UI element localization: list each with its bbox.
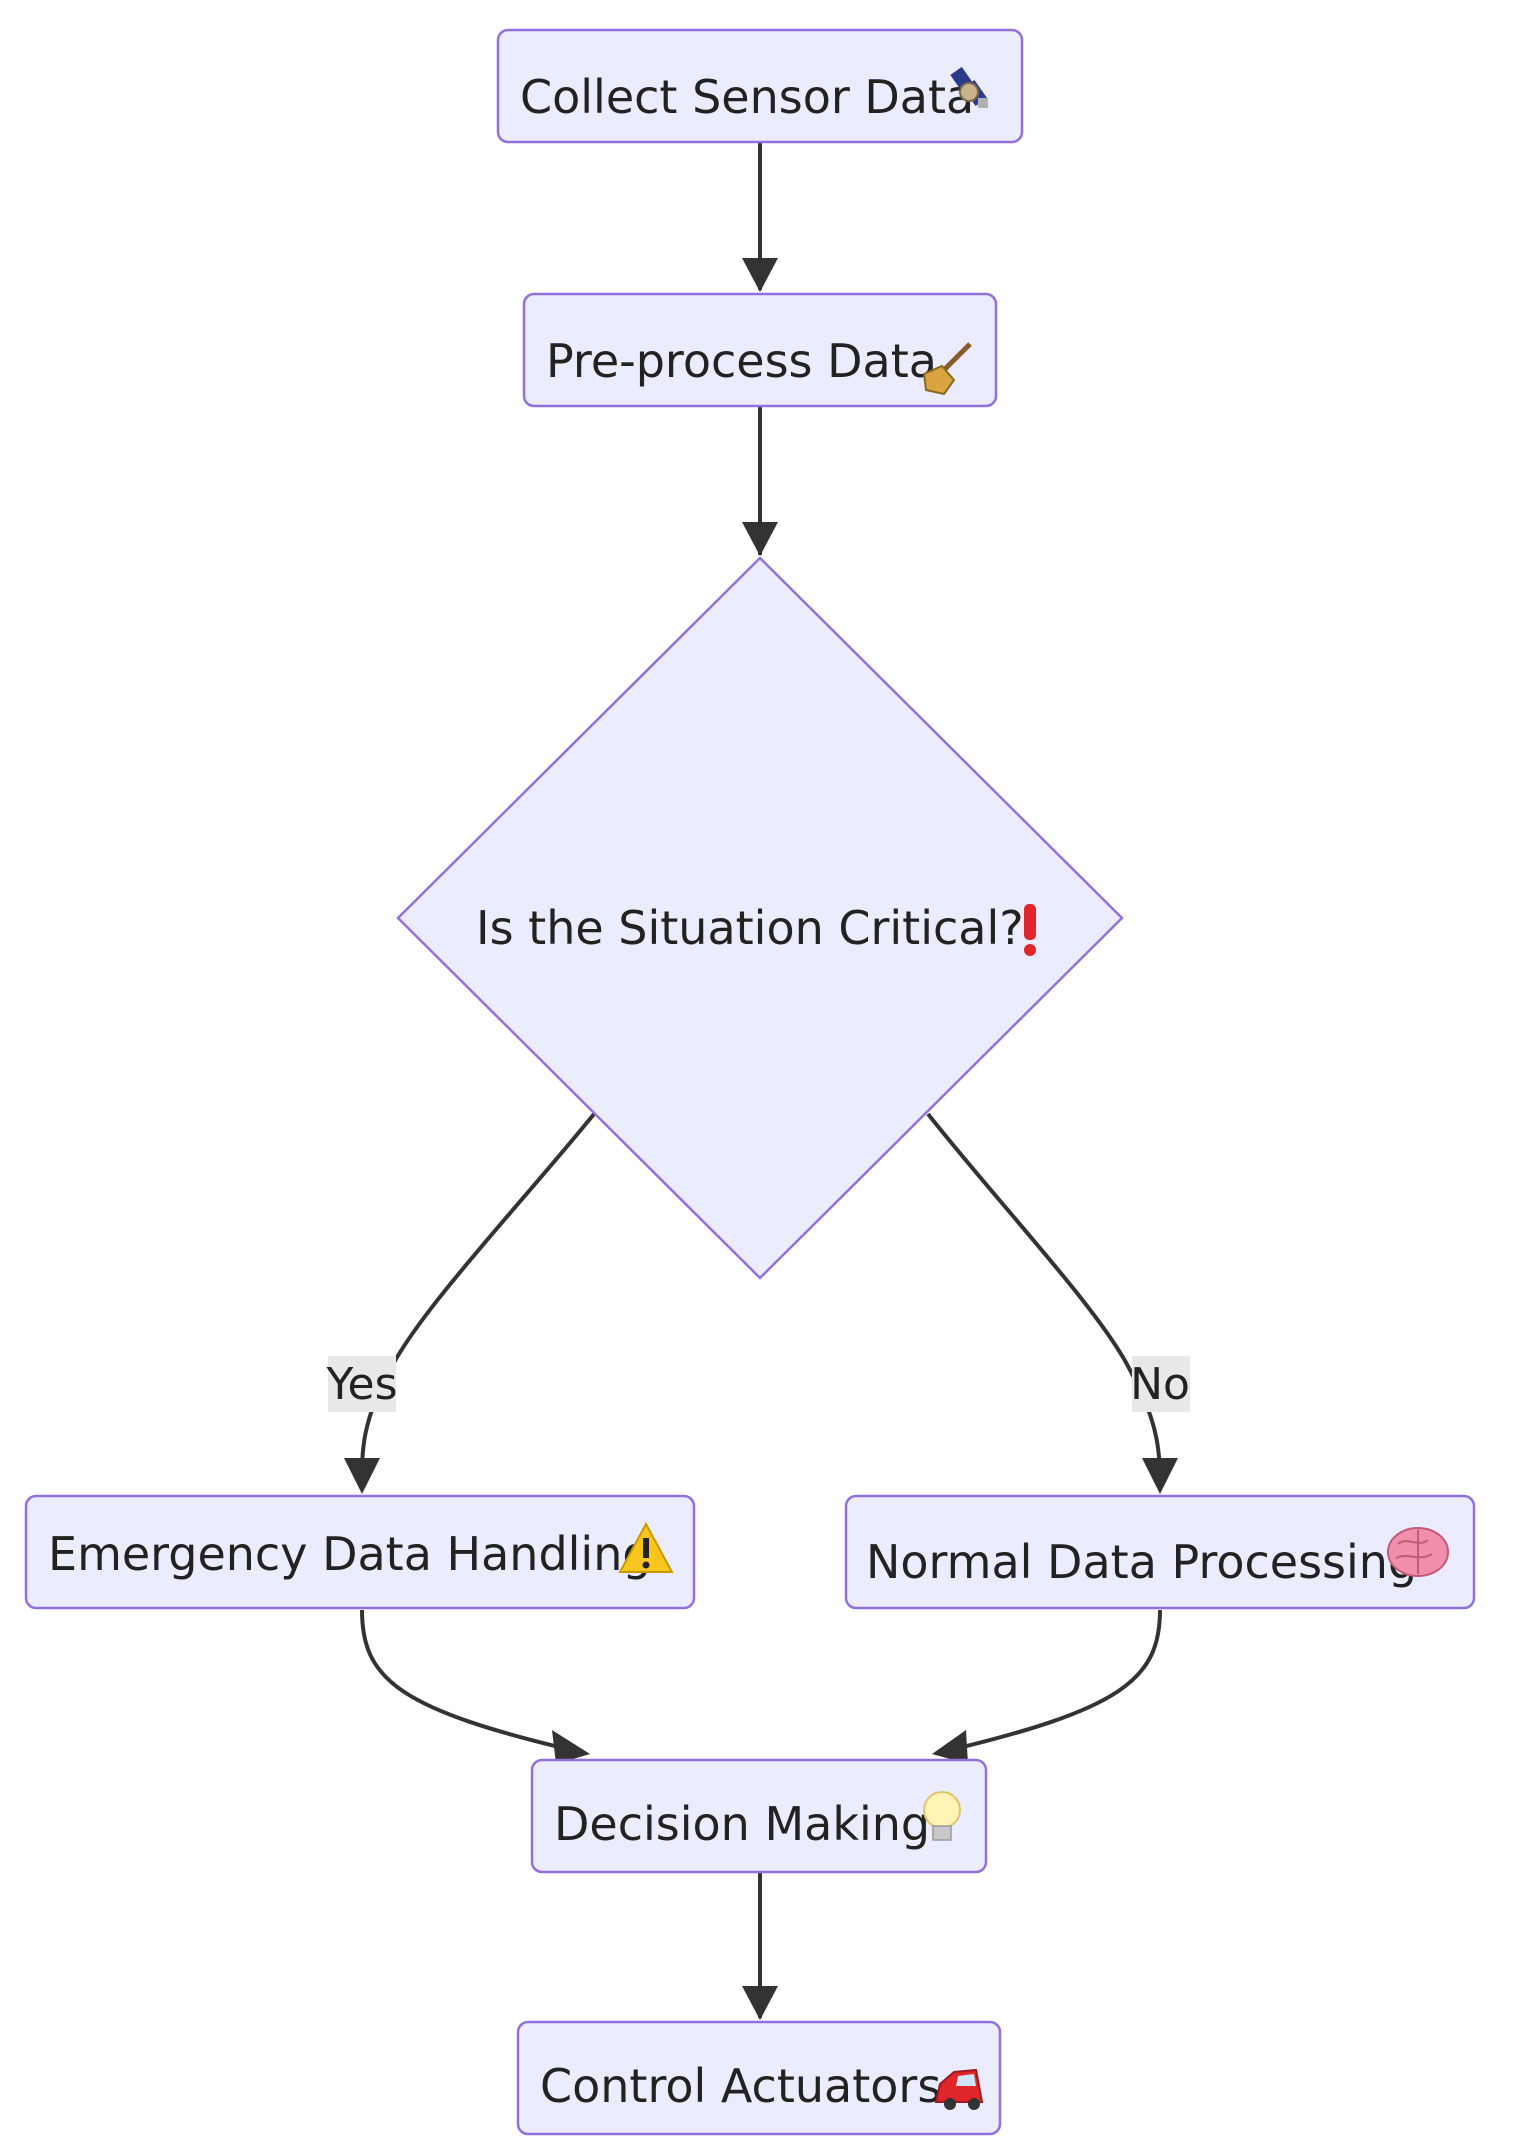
- node-control-label: Control Actuators: [540, 2059, 941, 2113]
- arrowhead-control: [742, 1986, 778, 2020]
- edge-label-yes-text: Yes: [325, 1359, 397, 1410]
- arrowhead-decisionmaking-left: [552, 1730, 590, 1764]
- decision-label: Is the Situation Critical?: [476, 901, 1024, 955]
- node-decision-making[interactable]: Decision Making: [530, 1758, 988, 1874]
- edge-label-yes: Yes: [325, 1356, 398, 1412]
- edge-emergency-to-decisionmaking: [360, 1609, 581, 1754]
- arrowhead-decisionmaking-right: [932, 1730, 968, 1764]
- node-emergency-label: Emergency Data Handling: [48, 1527, 652, 1581]
- node-collect-label: Collect Sensor Data: [520, 70, 974, 124]
- node-preprocess-data[interactable]: Pre-process Data: [522, 292, 998, 408]
- edge-normal-to-decisionmaking: [941, 1609, 1162, 1754]
- arrowhead-emergency: [344, 1458, 380, 1494]
- edge-label-no-text: No: [1130, 1359, 1190, 1410]
- satellite-icon: [950, 66, 988, 108]
- node-emergency-data-handling[interactable]: Emergency Data Handling: [24, 1494, 696, 1610]
- node-normal-label: Normal Data Processing: [866, 1535, 1417, 1589]
- edge-decision-to-emergency: [359, 1112, 596, 1491]
- arrowhead-normal: [1142, 1458, 1178, 1494]
- lightbulb-icon: [923, 1791, 961, 1841]
- exclamation-icon: [1024, 904, 1036, 956]
- node-normal-data-processing[interactable]: Normal Data Processing: [844, 1494, 1476, 1610]
- arrowhead-decision: [742, 522, 778, 556]
- edge-label-no: No: [1130, 1356, 1190, 1412]
- node-preprocess-label: Pre-process Data: [546, 334, 937, 388]
- brain-icon: [1387, 1527, 1449, 1577]
- node-decisionmaking-label: Decision Making: [554, 1797, 930, 1851]
- node-collect-sensor-data[interactable]: Collect Sensor Data: [496, 28, 1024, 144]
- edge-decision-to-normal: [926, 1112, 1162, 1491]
- warning-icon: [618, 1521, 674, 1573]
- decision-is-situation-critical[interactable]: Is the Situation Critical?: [396, 556, 1124, 1280]
- arrowhead-preprocess: [742, 258, 778, 292]
- edges: [344, 143, 1178, 2020]
- broom-icon: [922, 342, 972, 396]
- car-icon: [934, 2068, 984, 2110]
- node-control-actuators[interactable]: Control Actuators: [516, 2020, 1002, 2136]
